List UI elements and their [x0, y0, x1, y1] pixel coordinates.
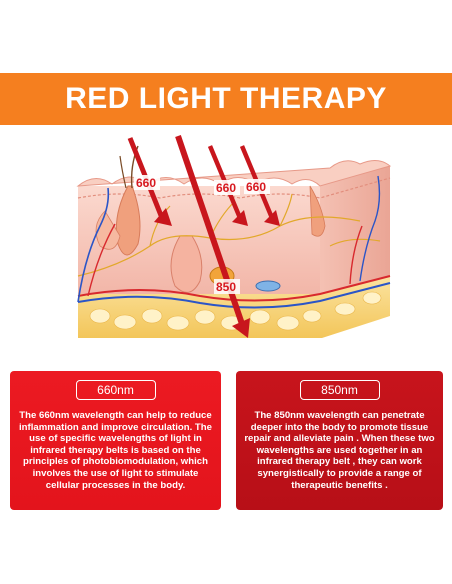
nerve-receptor — [255, 280, 281, 292]
skin-cross-section-diagram: 660 660 660 850 — [76, 135, 392, 338]
card-660nm: 660nm The 660nm wavelength can help to r… — [10, 371, 221, 510]
card-850nm: 850nm The 850nm wavelength can penetrate… — [236, 371, 443, 510]
blood-vessels — [77, 175, 391, 309]
hair-follicle — [309, 185, 326, 237]
hair-follicle — [170, 235, 203, 293]
page-title: RED LIGHT THERAPY — [65, 82, 387, 115]
title-banner: RED LIGHT THERAPY — [0, 73, 452, 125]
dermis-side — [320, 166, 390, 294]
label-850: 850 — [216, 280, 236, 294]
epidermis-line — [77, 177, 391, 199]
label-660-mid: 660 — [216, 181, 236, 195]
card-850nm-badge: 850nm — [299, 380, 380, 400]
hair-follicle — [115, 185, 141, 256]
label-660-left: 660 — [136, 176, 156, 190]
wavelength-labels: 660 660 660 850 — [134, 175, 270, 294]
card-660nm-badge: 660nm — [75, 380, 156, 400]
hair-strand — [119, 155, 127, 189]
card-850nm-text: The 850nm wavelength can penetrate deepe… — [244, 410, 435, 491]
card-660nm-text: The 660nm wavelength can help to reduce … — [19, 410, 212, 491]
label-660-right: 660 — [246, 180, 266, 194]
